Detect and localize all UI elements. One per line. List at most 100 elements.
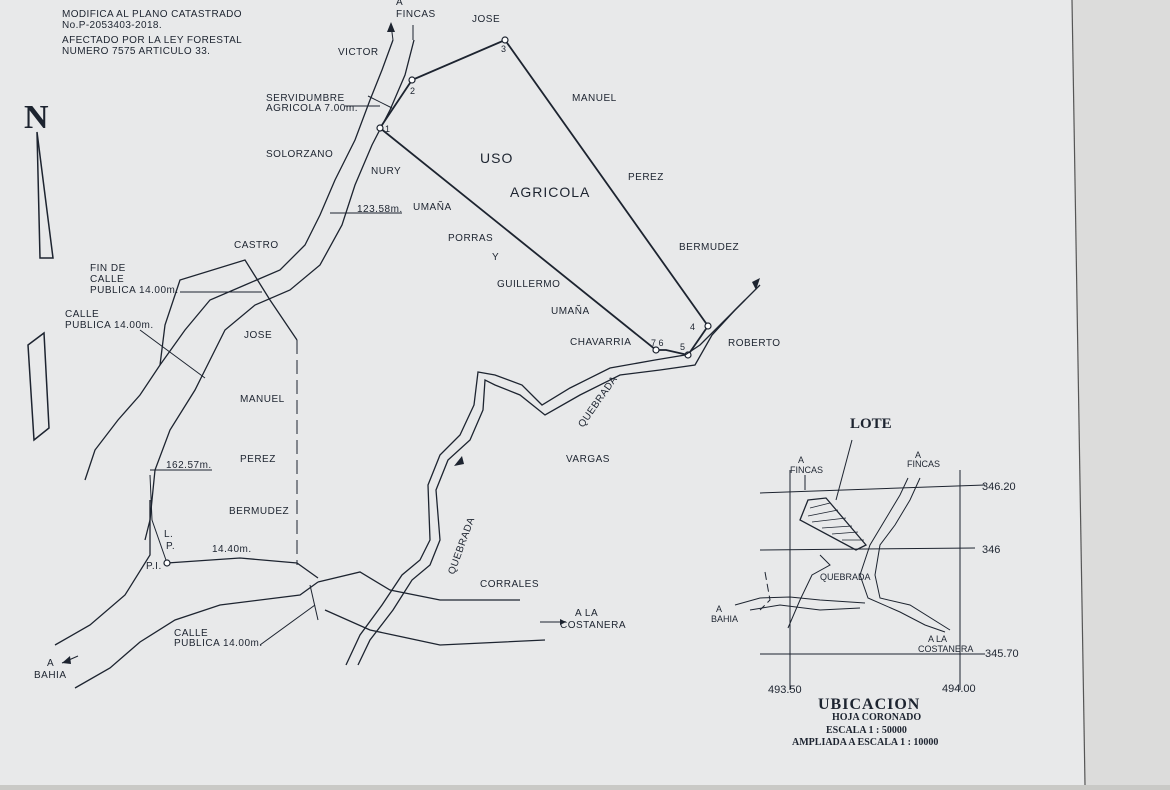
label-porras: PORRAS	[448, 233, 493, 244]
label-perez-top: PEREZ	[628, 172, 664, 183]
road-southwest	[54, 500, 151, 646]
label-publica-width: PUBLICA 14.00m.	[90, 285, 179, 296]
vertex-4	[704, 322, 712, 330]
location-inset: LOTE A FINCAS A FINCAS QUEBRADA A BAHIA …	[711, 416, 1019, 748]
label-uso: USO	[480, 150, 513, 166]
label-umana-1: UMAÑA	[413, 200, 452, 213]
note-plano-number: No.P-2053403-2018.	[62, 20, 162, 31]
ubicacion-title: UBICACION	[818, 696, 920, 713]
label-perez-left: PEREZ	[240, 454, 276, 465]
coord-346-20: 346.20	[982, 481, 1016, 493]
label-a: A	[396, 0, 403, 8]
label-dist-162: 162.57m.	[166, 460, 212, 471]
inset-a-la: A LA	[928, 634, 947, 644]
inset-lote-title: LOTE	[850, 416, 892, 432]
paper	[0, 0, 1085, 785]
label-calle-2: CALLE	[65, 309, 99, 320]
vertex-2	[408, 76, 416, 84]
label-manuel-left: MANUEL	[240, 394, 285, 405]
label-jose-left: JOSE	[244, 330, 272, 341]
inset-road-bahia	[734, 596, 866, 606]
label-servidumbre: SERVIDUMBRE	[266, 93, 345, 104]
north-arrow-icon	[36, 131, 54, 259]
label-y: Y	[492, 252, 499, 263]
label-jose-top: JOSE	[472, 14, 500, 25]
label-dist-14-40: 14.40m.	[212, 544, 252, 555]
south-boundary-pi	[166, 557, 319, 579]
label-bahia: BAHIA	[34, 670, 67, 681]
label-a-bahia-a: A	[47, 658, 54, 669]
label-a-la: A LA	[575, 608, 598, 619]
label-guillermo: GUILLERMO	[497, 279, 560, 290]
vertex-3	[501, 36, 509, 44]
label-corrales: CORRALES	[480, 579, 539, 590]
label-castro: CASTRO	[234, 240, 279, 251]
coord-493-50: 493.50	[768, 684, 802, 696]
label-manuel-top: MANUEL	[572, 93, 617, 104]
quebrada-west-bank	[357, 284, 761, 666]
escala: ESCALA 1 : 50000	[826, 725, 907, 736]
coord-345-70: 345.70	[985, 648, 1019, 660]
label-nury: NURY	[371, 166, 401, 177]
coord-494-00: 494.00	[942, 683, 976, 695]
label-calle: CALLE	[90, 274, 124, 285]
label-costanera: COSTANERA	[560, 620, 626, 631]
label-pi: P.I.	[146, 561, 162, 572]
hoja-coronado: HOJA CORONADO	[832, 712, 921, 723]
inset-a-1: A	[798, 455, 804, 465]
inset-road-east	[859, 477, 946, 633]
lote-leader	[835, 439, 853, 501]
label-publica-width-2: PUBLICA 14.00m.	[65, 320, 154, 331]
quebrada-east-bank	[345, 299, 746, 666]
north-arrow-tail-icon	[27, 331, 50, 442]
inset-a-2: A	[915, 450, 921, 460]
coord-346: 346	[982, 544, 1000, 556]
label-umana-2: UMAÑA	[551, 304, 590, 317]
inset-bahia: BAHIA	[711, 614, 738, 624]
road-costanera-south	[324, 609, 546, 646]
inset-a-bahia-a: A	[716, 604, 722, 614]
vertex-2-label: 2	[410, 86, 415, 96]
vertex-6-7-label: 7 6	[651, 338, 664, 348]
vertex-4-label: 4	[690, 322, 695, 332]
lote-hatched-area	[799, 497, 868, 551]
inset-costanera: COSTANERA	[918, 644, 973, 654]
west-boundary	[149, 474, 168, 564]
inset-fincas-2: FINCAS	[907, 459, 940, 469]
label-publica-south: PUBLICA 14.00m.	[174, 638, 263, 649]
castro-boundary	[159, 259, 298, 366]
vertex-6-7	[652, 346, 660, 354]
note-modifica: MODIFICA AL PLANO CATASTRADO	[62, 9, 242, 20]
label-bermudez-top: BERMUDEZ	[679, 242, 739, 253]
paper-right-fold	[1072, 0, 1170, 785]
label-chavarria: CHAVARRIA	[570, 337, 631, 348]
label-vargas: VARGAS	[566, 454, 610, 465]
label-agricola: AGRICOLA	[510, 184, 590, 200]
vertex-1	[376, 124, 384, 132]
ampliada-escala: AMPLIADA A ESCALA 1 : 10000	[792, 737, 938, 748]
vertex-5-label: 5	[680, 342, 685, 352]
inset-quebrada	[787, 554, 831, 629]
road-west-edge	[84, 39, 394, 481]
label-fin-de: FIN DE	[90, 263, 126, 274]
road-costanera-north	[317, 571, 520, 601]
road-bahia	[74, 581, 319, 689]
label-roberto: ROBERTO	[728, 338, 781, 349]
label-servidumbre-width: AGRICOLA 7.00m.	[266, 103, 358, 114]
note-afectado: AFECTADO POR LA LEY FORESTAL	[62, 35, 242, 46]
label-calle-south: CALLE	[174, 628, 208, 639]
north-letter: N	[24, 99, 49, 136]
label-solorzano: SOLORZANO	[266, 149, 333, 160]
vertex-pi	[163, 559, 171, 567]
note-ley: NUMERO 7575 ARTICULO 33.	[62, 46, 210, 57]
label-a-fincas: FINCAS	[396, 9, 436, 20]
vertex-3-label: 3	[501, 44, 506, 54]
label-lp-p: P.	[166, 541, 175, 552]
inset-quebrada-label: QUEBRADA	[820, 572, 871, 582]
label-dist-123: 123.58m.	[357, 204, 403, 215]
vertex-1-label: 1	[385, 124, 390, 134]
inset-fincas-1: FINCAS	[790, 465, 823, 475]
label-victor: VICTOR	[338, 47, 379, 58]
